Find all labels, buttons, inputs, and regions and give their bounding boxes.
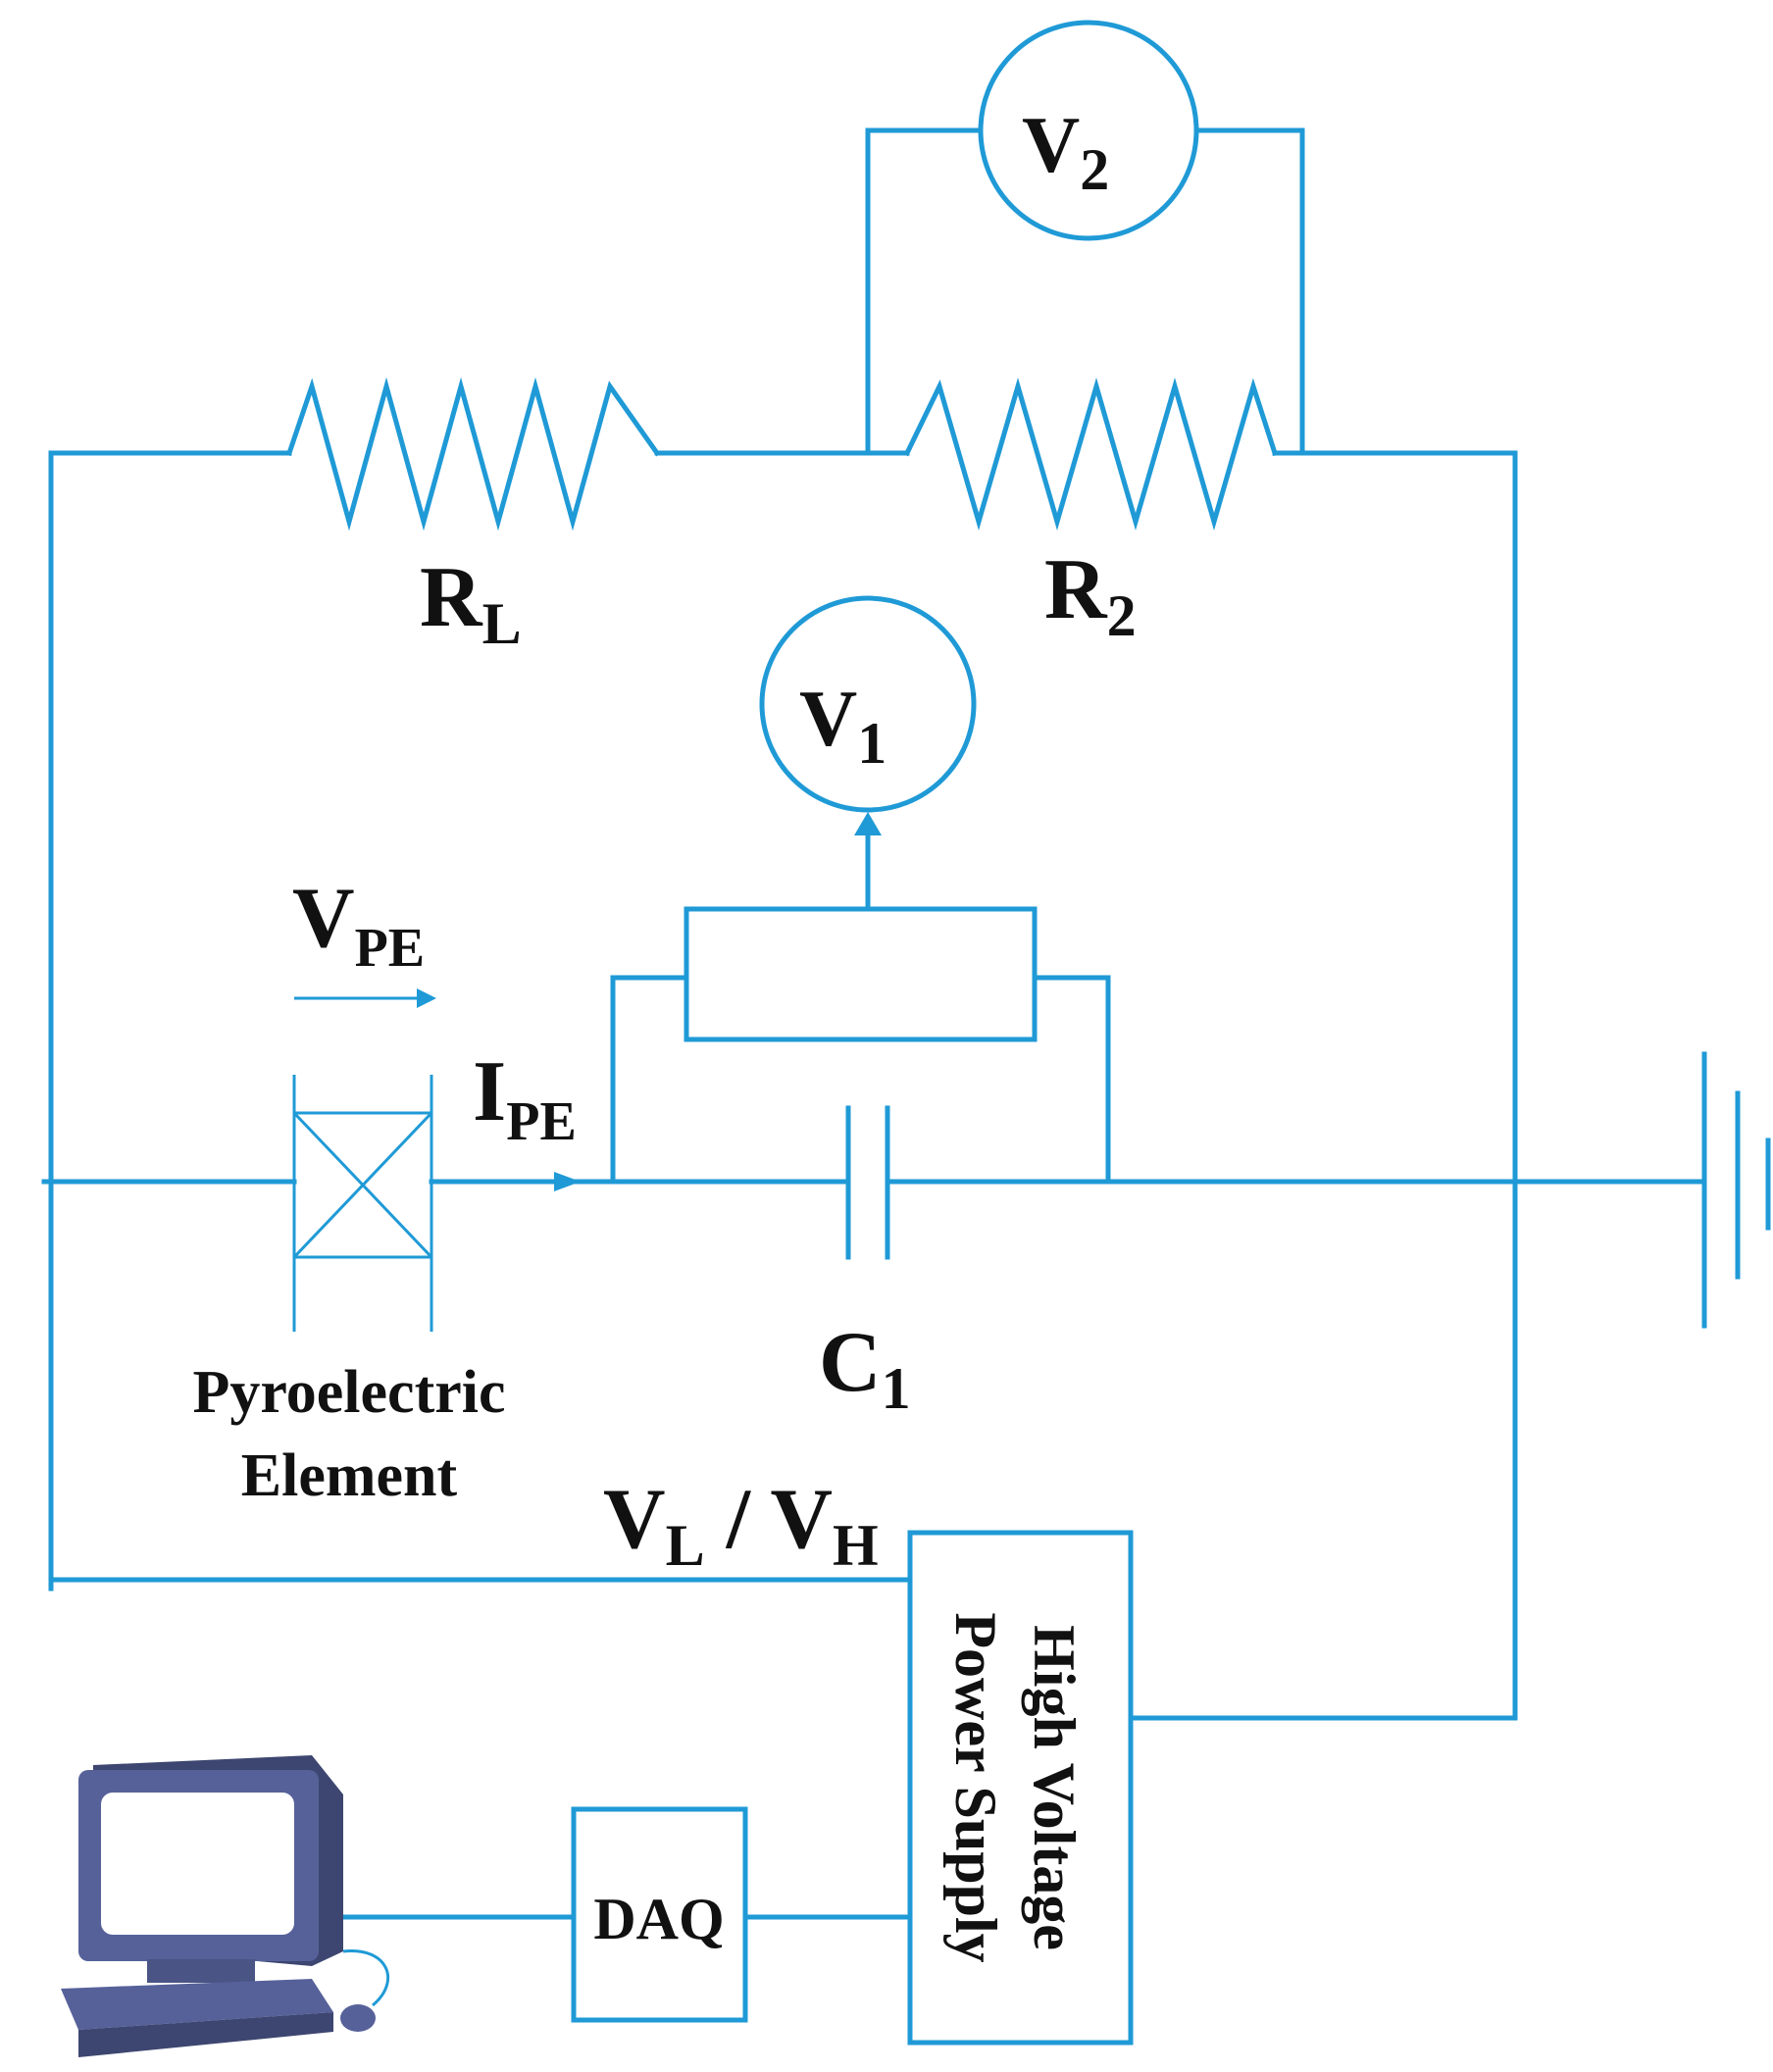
capacitor-icon	[845, 1105, 890, 1260]
computer-icon	[61, 1755, 390, 2057]
label-pyroelectric: Pyroelectric	[193, 1359, 506, 1426]
label-rl: RL	[420, 550, 522, 656]
svg-text:High Voltage: High Voltage	[1022, 1625, 1087, 1950]
ground-icon	[1701, 1051, 1771, 1329]
voltmeter-icon	[759, 595, 977, 813]
label-ipe: IPE	[473, 1044, 577, 1152]
label-vpe: VPE	[292, 871, 425, 979]
label-vl-vh: VL / VH	[603, 1472, 879, 1578]
resistor-rl-icon	[285, 377, 661, 531]
svg-text:DAQ: DAQ	[593, 1887, 724, 1951]
voltmeter-v2: V2	[978, 20, 1199, 241]
parallel-resistor-box	[684, 906, 1038, 1042]
daq-box: DAQ	[571, 1806, 748, 2023]
wires	[41, 127, 1707, 1920]
pyroelectric-element-icon	[292, 1075, 433, 1332]
svg-text:V1: V1	[799, 674, 886, 776]
label-r2: R2	[1044, 542, 1137, 648]
svg-text:V2: V2	[1022, 100, 1109, 202]
ipe-arrow-icon	[554, 1172, 581, 1191]
voltmeter-v1: V1	[759, 595, 977, 835]
svg-text:Power Supply: Power Supply	[943, 1612, 1008, 1962]
voltmeter-icon	[978, 20, 1199, 241]
resistor-r2-icon	[903, 378, 1279, 531]
label-c1: C1	[819, 1315, 911, 1421]
label-element: Element	[241, 1442, 458, 1509]
vpe-arrow-icon	[294, 988, 436, 1008]
arrow-up-icon	[854, 812, 882, 835]
high-voltage-power-supply: High Voltage Power Supply	[907, 1530, 1134, 2046]
